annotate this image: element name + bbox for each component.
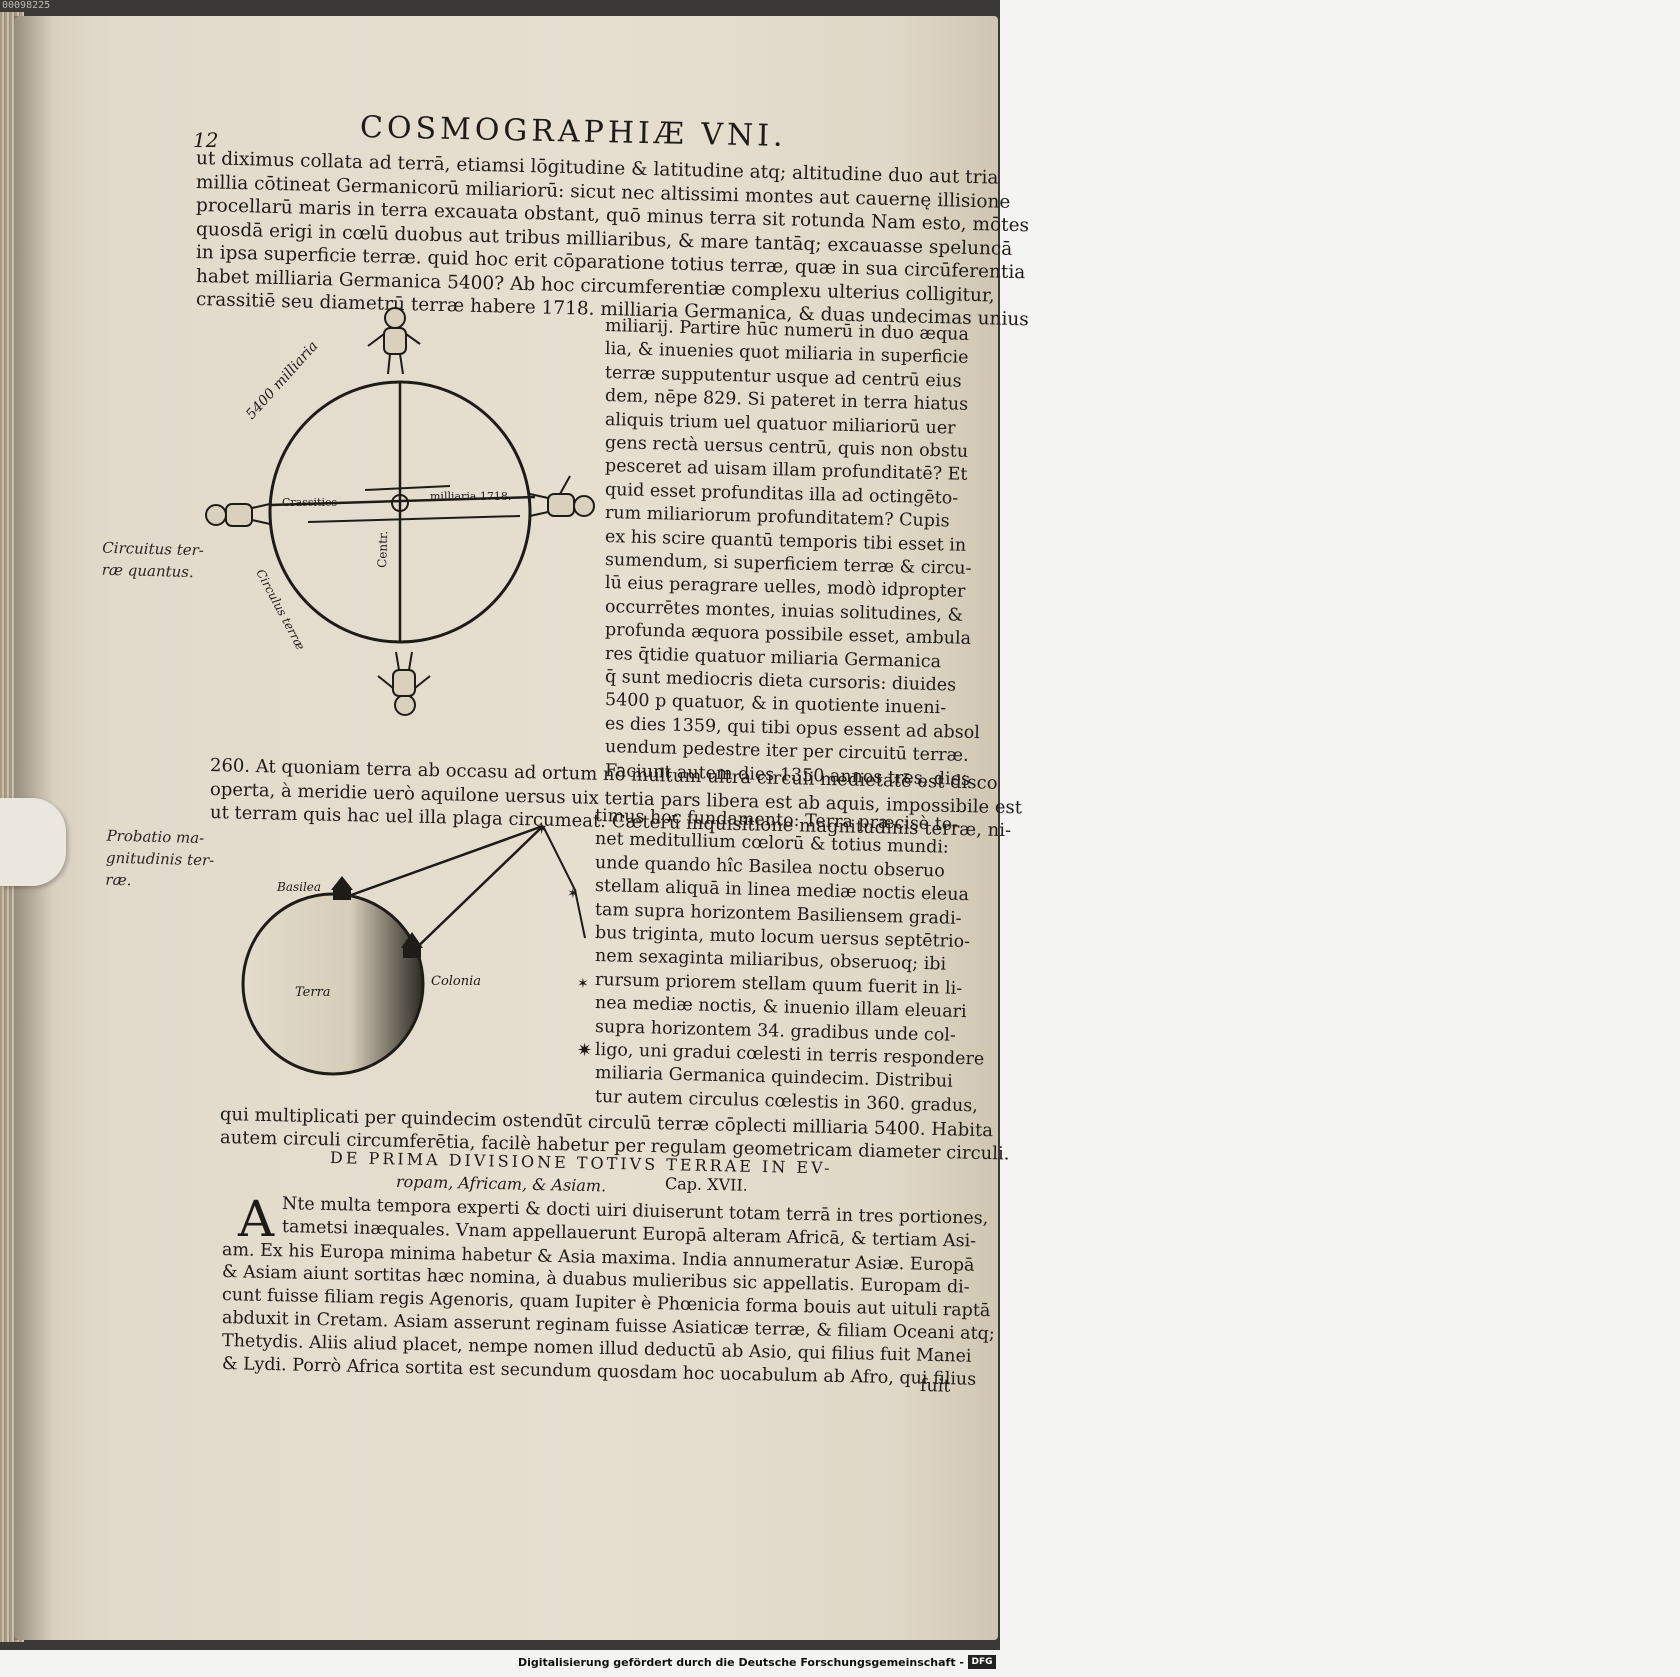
text-line: fuit [919, 1376, 951, 1398]
basilea-building-icon [331, 876, 353, 900]
colonia-building-icon [401, 932, 423, 958]
figure-earth-circle: 5400 milliaria Crassities milliaria 1718… [205, 307, 595, 716]
horizontal-axis [269, 495, 536, 507]
label-circumference: 5400 milliaria [243, 338, 321, 422]
label-terra: Terra [295, 985, 331, 1000]
dfg-logo: DFG [968, 1655, 996, 1669]
page: 00098225 12 COSMOGRAPHIÆ VNI. ut diximus… [0, 0, 1030, 1677]
label-circulus-terrae: Circulus terræ [253, 567, 307, 653]
figure-earth-stars: ✶ ✶ ✶ ✷ Basilea Colonia Terra [241, 819, 592, 1076]
center-mark [391, 494, 409, 512]
label-colonia: Colonia [431, 974, 481, 989]
scan-id: 00098225 [2, 0, 51, 11]
star-icon: ✶ [535, 819, 548, 838]
sightline-colonia [407, 825, 544, 957]
figure-person-right [529, 475, 595, 517]
page-number: 12 [193, 128, 219, 152]
earth-globe [241, 892, 425, 1076]
margin-line: Probatio ma- [106, 826, 205, 848]
figure-person-top [367, 307, 421, 375]
scanned-page: 00098225 12 COSMOGRAPHIÆ VNI. ut diximus… [0, 0, 1029, 1650]
star-path [542, 825, 586, 939]
margin-line: ræ. [105, 870, 132, 890]
margin-line: ræ quantus. [101, 560, 194, 582]
margin-line: gnitudinis ter- [105, 848, 215, 870]
label-basilea: Basilea [276, 880, 321, 894]
center-line [364, 485, 451, 491]
margin-note-probatio: Probatio ma- gnitudinis ter- ræ. [105, 825, 215, 894]
star-icon: ✶ [567, 886, 579, 902]
figure-person-bottom [377, 651, 431, 716]
label-milliaria-1718: milliaria 1718. [430, 490, 511, 503]
footer-credit: Digitalisierung gefördert durch die Deut… [517, 1656, 964, 1669]
margin-note-circuitus: Circuitus ter- ræ quantus. [101, 537, 204, 584]
page-tab [0, 798, 66, 886]
label-centrum: Centr. [375, 531, 390, 569]
chapter-label: Cap. XVII. [664, 1174, 749, 1195]
margin-line: Circuitus ter- [102, 538, 205, 560]
footer-bar: Digitalisierung gefördert durch die Deut… [0, 1650, 1000, 1677]
figure-person-left [205, 503, 271, 527]
sightline-basilea [342, 824, 544, 900]
paper-leaf [14, 16, 998, 1640]
drop-cap: A [238, 1190, 275, 1248]
label-crassities: Crassities [282, 496, 337, 509]
star-icon: ✶ [577, 976, 589, 992]
star-icon: ✷ [577, 1040, 592, 1061]
diameter-line [307, 515, 521, 523]
